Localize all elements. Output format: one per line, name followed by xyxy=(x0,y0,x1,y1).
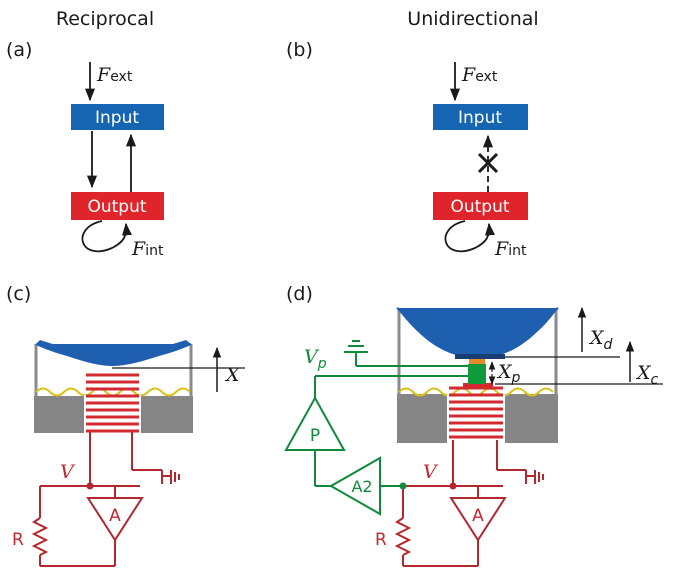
vp-label: Vp xyxy=(304,346,327,372)
fint-loop-arrow xyxy=(81,220,132,253)
voice-coil xyxy=(86,373,139,433)
membrane-base xyxy=(455,354,505,359)
junction-node xyxy=(86,482,94,490)
xd-label: Xd xyxy=(588,327,613,353)
ground-icon xyxy=(526,470,544,484)
amplifier-a-label: A xyxy=(472,506,484,526)
output-block xyxy=(433,192,528,220)
cross-icon xyxy=(477,152,499,174)
header-reciprocal: Reciprocal xyxy=(56,8,154,30)
piezo-tip xyxy=(469,359,485,364)
xc-label: Xc xyxy=(635,362,659,388)
xp-label: Xp xyxy=(496,361,521,386)
x-label: X xyxy=(224,364,241,386)
feedback-circuit xyxy=(314,352,468,487)
r-label: R xyxy=(12,530,24,550)
speaker-frame xyxy=(34,344,193,398)
fint-label: Fint xyxy=(131,238,164,260)
amplifier-a2 xyxy=(328,456,381,516)
readout-circuit xyxy=(31,432,163,567)
panel-a: (a) Fext Input Output Fint xyxy=(6,39,164,260)
ground-icon xyxy=(344,340,368,353)
fext-label: Fext xyxy=(461,64,498,86)
v-label: V xyxy=(423,461,439,483)
ground-icon xyxy=(162,470,180,484)
panel-c: (c) X xyxy=(6,283,245,567)
feedback-junction-node xyxy=(399,482,407,490)
panel-label-d: (d) xyxy=(286,283,313,305)
membrane-body xyxy=(397,308,558,358)
panel-label-b: (b) xyxy=(286,39,313,61)
coil-top xyxy=(463,383,493,389)
membrane-fill xyxy=(35,343,192,362)
junction-node xyxy=(449,482,457,490)
fint-label: Fint xyxy=(494,238,527,260)
input-block-label: Input xyxy=(458,108,502,128)
panel-label-c: (c) xyxy=(6,283,31,305)
panel-d: (d) Xp xyxy=(284,283,663,567)
panel-b: (b) Fext Input Output Fint xyxy=(286,39,528,260)
v-label: V xyxy=(60,461,76,483)
input-block xyxy=(433,104,528,130)
output-block-label: Output xyxy=(87,197,146,217)
fint-loop-arrow xyxy=(444,220,495,253)
fext-label: Fext xyxy=(96,64,133,86)
amplifier-a2-label: A2 xyxy=(351,477,372,496)
piezo-actuator xyxy=(468,364,486,384)
panel-label-a: (a) xyxy=(6,39,32,61)
speaker-frame xyxy=(397,310,558,398)
input-block-label: Input xyxy=(95,108,139,128)
amplifier-p-label: P xyxy=(310,426,320,446)
r-label: R xyxy=(375,530,387,550)
output-block xyxy=(71,192,164,220)
amplifier-a-label: A xyxy=(109,506,121,526)
input-block xyxy=(71,104,164,130)
header-unidirectional: Unidirectional xyxy=(407,8,538,30)
amplifier-p xyxy=(284,395,346,451)
output-block-label: Output xyxy=(450,197,509,217)
